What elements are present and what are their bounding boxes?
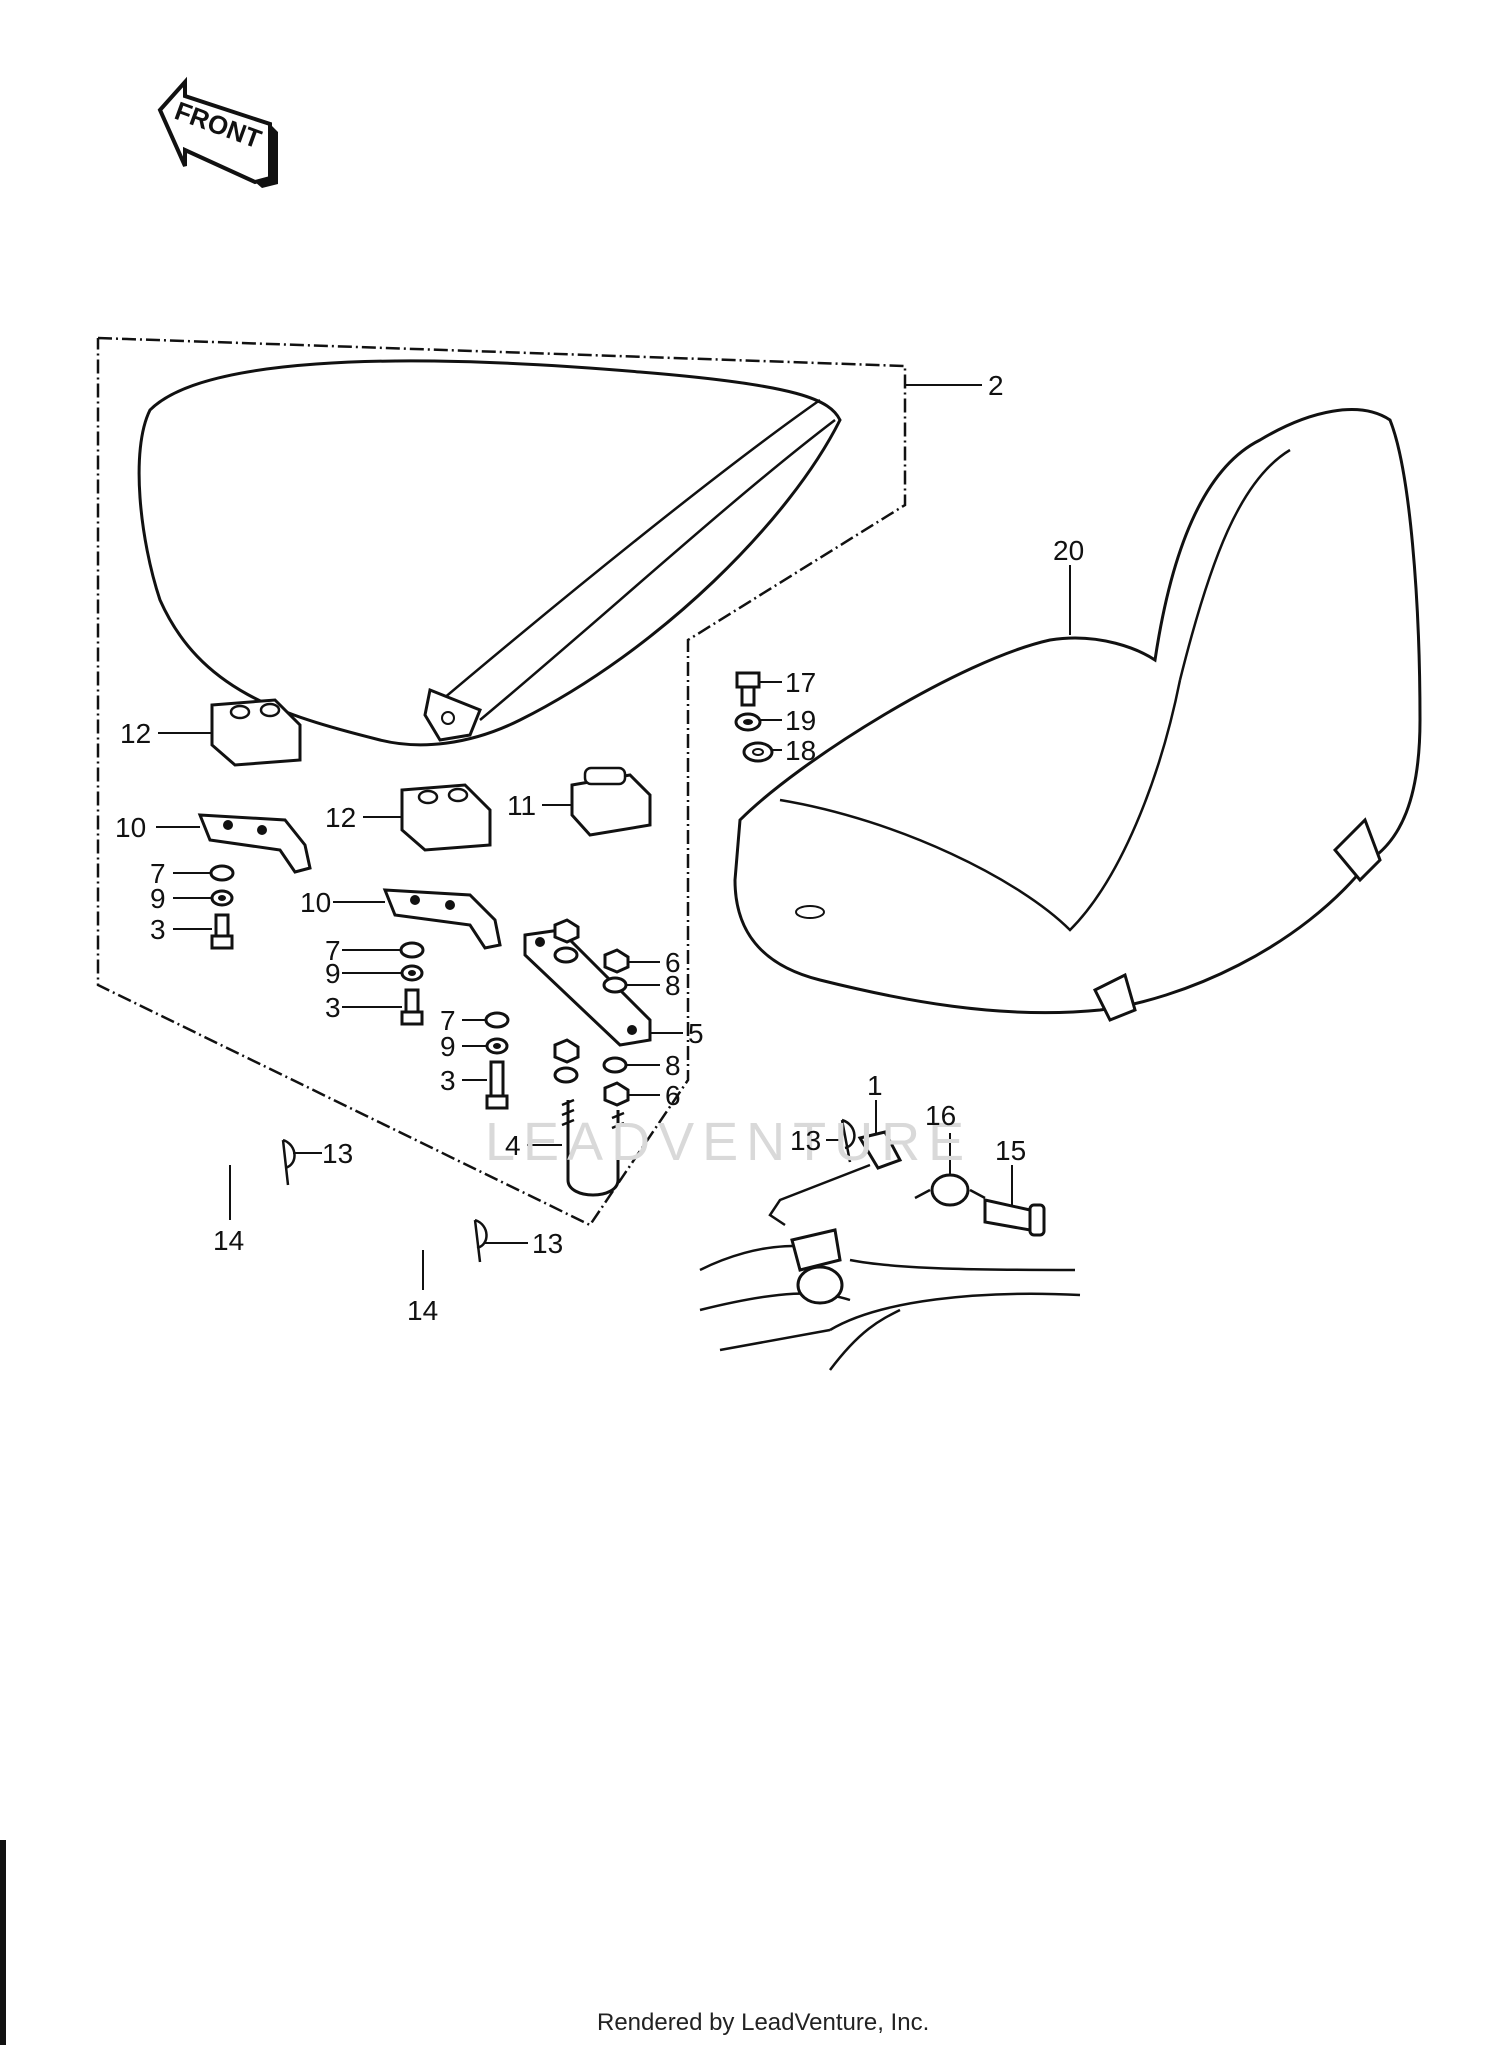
pin-14a xyxy=(184,1071,276,1177)
callout-3b: 3 xyxy=(325,992,341,1023)
washer-7a xyxy=(209,864,235,882)
nut-6a xyxy=(603,948,630,974)
washer-18 xyxy=(742,741,774,763)
u-bolt-4 xyxy=(561,1098,625,1197)
clip-13c xyxy=(840,1118,856,1163)
callout-14a: 14 xyxy=(213,1225,244,1256)
callout-16: 16 xyxy=(925,1100,956,1131)
clip-13a xyxy=(281,1138,296,1186)
nut-6-lower-left xyxy=(553,1038,580,1064)
callout-7a: 7 xyxy=(150,858,166,889)
callout-6b: 6 xyxy=(665,1080,681,1111)
callout-13a: 13 xyxy=(322,1138,353,1169)
callout-10a: 10 xyxy=(115,812,146,843)
washer-8-upper-left xyxy=(553,946,579,964)
callout-8b: 8 xyxy=(665,1050,681,1081)
callout-20: 20 xyxy=(1053,535,1084,566)
pin-14b xyxy=(381,1151,466,1256)
leader-lines xyxy=(156,384,1071,1290)
callout-7b: 7 xyxy=(325,935,341,966)
callout-6a: 6 xyxy=(665,947,681,978)
seat-assembly-20 xyxy=(733,408,1422,1022)
seat-cushion-2 xyxy=(137,359,842,747)
callout-9a: 9 xyxy=(150,883,166,914)
rubber-damper-12b xyxy=(400,783,492,852)
rubber-damper-12a xyxy=(210,698,302,767)
watermark-text: LEADVENTURE xyxy=(485,1112,972,1172)
callout-12b: 12 xyxy=(325,802,356,833)
callout-18: 18 xyxy=(785,735,816,766)
front-arrow-icon: FRONT xyxy=(157,76,278,188)
bracket-10b xyxy=(382,888,502,950)
bolt-3b xyxy=(400,988,424,1026)
washer-8-lower-left xyxy=(553,1066,579,1084)
callout-11: 11 xyxy=(507,790,536,821)
pin-15 xyxy=(983,1198,1046,1237)
callout-9b: 9 xyxy=(325,958,341,989)
frame-hinge xyxy=(699,1228,1081,1371)
washer-9c xyxy=(485,1037,509,1055)
callout-14b: 14 xyxy=(407,1295,438,1326)
washer-8b xyxy=(602,1056,628,1074)
washer-7c xyxy=(484,1011,510,1029)
washer-8a xyxy=(602,976,628,994)
bolt-3a xyxy=(210,913,234,950)
callout-15: 15 xyxy=(995,1135,1026,1166)
callout-1: 1 xyxy=(867,1070,883,1101)
callout-19: 19 xyxy=(785,705,816,736)
kit-boundary xyxy=(96,336,907,1227)
callout-2: 2 xyxy=(988,370,1004,401)
bracket-10a xyxy=(197,813,312,874)
spring-16 xyxy=(914,1173,986,1207)
nut-6-upper-left xyxy=(553,918,580,944)
washer-9a xyxy=(210,889,234,907)
callout-8a: 8 xyxy=(665,970,681,1001)
footer-credit: Rendered by LeadVenture, Inc. xyxy=(597,2009,929,2036)
callout-labels: 2 20 17 19 18 12 12 11 10 10 7 9 3 7 9 3… xyxy=(115,370,1084,1326)
callout-10b: 10 xyxy=(300,887,331,918)
callout-7c: 7 xyxy=(440,1005,456,1036)
callout-4: 4 xyxy=(505,1130,521,1161)
callout-5: 5 xyxy=(688,1018,704,1049)
washer-19 xyxy=(734,712,762,732)
edge-bar xyxy=(0,1840,6,2045)
callout-9c: 9 xyxy=(440,1031,456,1062)
bolt-17 xyxy=(735,671,761,707)
rubber-cushion-11 xyxy=(570,766,652,837)
callout-3c: 3 xyxy=(440,1065,456,1096)
callout-17: 17 xyxy=(785,667,816,698)
washer-7b xyxy=(399,941,425,959)
callout-13b: 13 xyxy=(532,1228,563,1259)
plate-5 xyxy=(523,928,652,1047)
callout-13c: 13 xyxy=(790,1125,821,1156)
clip-13b xyxy=(473,1218,488,1263)
callout-12a: 12 xyxy=(120,718,151,749)
callout-3a: 3 xyxy=(150,914,166,945)
nut-6b xyxy=(603,1081,630,1107)
washer-9b xyxy=(400,964,424,982)
bolt-3c xyxy=(485,1060,509,1110)
